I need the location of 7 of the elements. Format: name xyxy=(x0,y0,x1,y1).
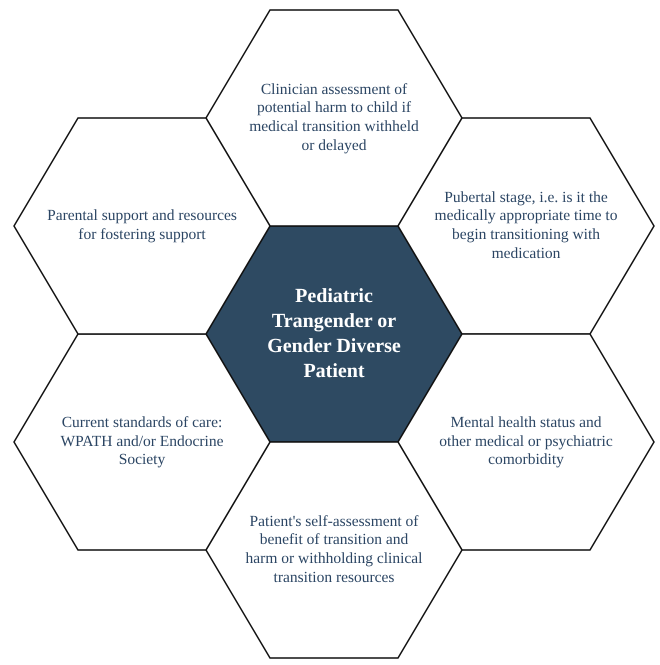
hexagon-text: Patient's self-assessment of benefit of transition and harm or withholding clinical transition resources xyxy=(244,512,424,588)
hexagon-text: Mental health status and other medical or psychiatric comorbidity xyxy=(438,414,614,470)
hexagon-text: Clinician assessment of potential harm to child if medical transition withheld or delayed xyxy=(248,80,420,156)
hexagon-text: Parental support and resources for fostering support xyxy=(47,207,237,245)
center-title: Pediatric Trangender or Gender Diverse Patient xyxy=(266,284,402,384)
hexagon-text: Pubertal stage, i.e. is it the medically appropriate time to begin transitioning with medication xyxy=(434,188,618,264)
hexagon-text: Current standards of care: WPATH and/or Endocrine Society xyxy=(59,414,224,470)
